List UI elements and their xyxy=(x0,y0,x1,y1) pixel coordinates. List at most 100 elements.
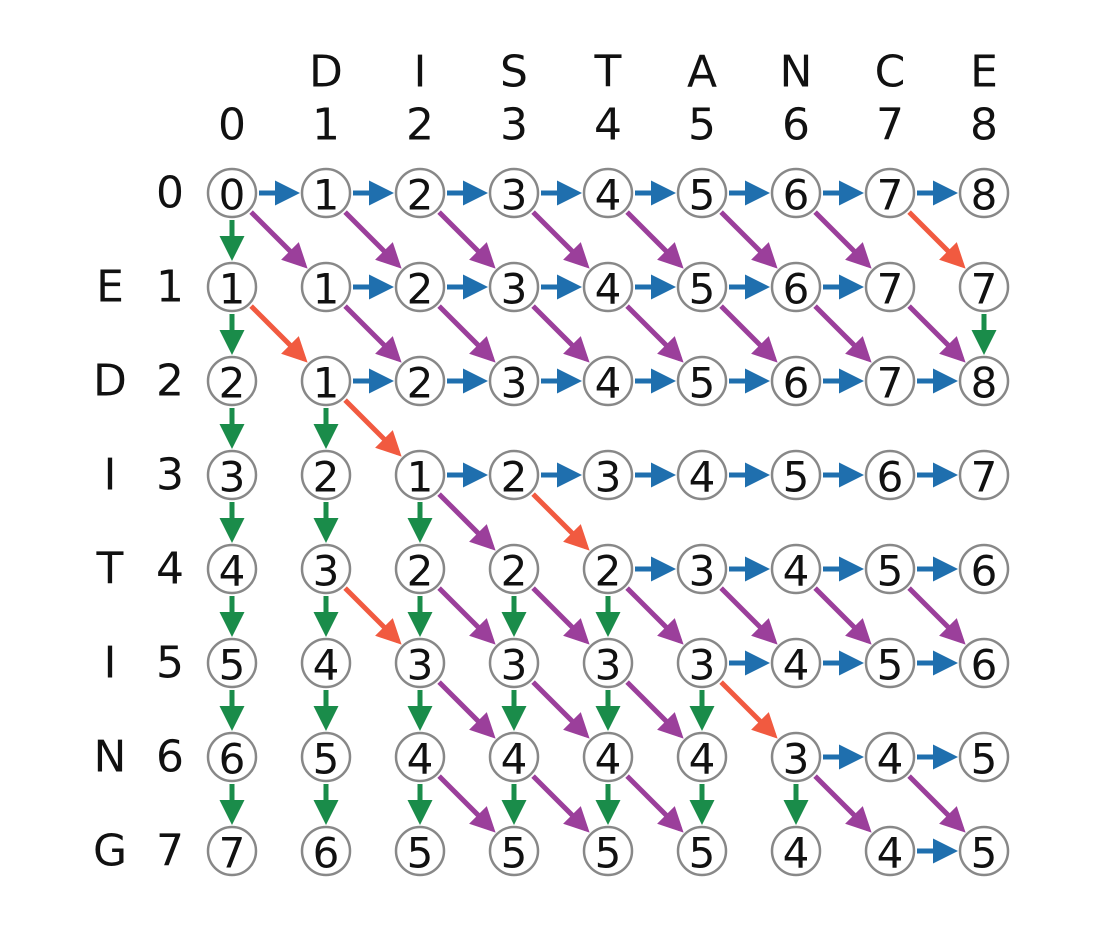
cell-value: 4 xyxy=(877,829,904,878)
cell-circle xyxy=(770,261,822,313)
cell-circle xyxy=(394,261,446,313)
cell-value: 6 xyxy=(783,171,810,220)
cell-circle xyxy=(864,825,916,877)
top-letter-d: D xyxy=(309,47,343,98)
cell-circle xyxy=(864,543,916,595)
matrix-cell: 5 xyxy=(300,731,352,784)
cell-value: 1 xyxy=(219,265,246,314)
matrix-cell: 2 xyxy=(206,355,258,408)
matrix-cell: 5 xyxy=(206,637,258,690)
diagonal-mismatch-arrow xyxy=(531,210,590,269)
cell-value: 2 xyxy=(407,547,434,596)
cell-circle xyxy=(582,355,634,407)
cell-value: 3 xyxy=(595,453,622,502)
matrix-cell: 6 xyxy=(770,355,822,408)
diagonal-mismatch-arrow xyxy=(625,774,684,833)
cell-value: 1 xyxy=(313,171,340,220)
matrix-cell: 4 xyxy=(582,731,634,784)
matrix-cell: 2 xyxy=(394,355,446,408)
cell-value: 4 xyxy=(595,735,622,784)
matrix-cell: 3 xyxy=(582,449,634,502)
cell-value: 5 xyxy=(313,735,340,784)
matrix-cell: 4 xyxy=(676,449,728,502)
column-index: 6 xyxy=(782,100,810,151)
diagonal-match-arrow xyxy=(343,398,402,457)
cell-circle xyxy=(300,355,352,407)
cell-circle xyxy=(770,637,822,689)
diagonal-mismatch-arrow xyxy=(531,586,590,645)
row-index: 6 xyxy=(156,732,184,783)
cell-value: 2 xyxy=(595,547,622,596)
matrix-cell: 3 xyxy=(488,355,540,408)
cell-value: 5 xyxy=(783,453,810,502)
cell-circle xyxy=(864,355,916,407)
row-index: 2 xyxy=(156,356,184,407)
left-letter-i: I xyxy=(104,638,117,689)
cell-circle xyxy=(300,167,352,219)
matrix-cell: 1 xyxy=(300,355,352,408)
top-letter-a: A xyxy=(687,47,717,98)
cell-value: 7 xyxy=(877,359,904,408)
cell-value: 4 xyxy=(407,735,434,784)
cell-value: 4 xyxy=(501,735,528,784)
matrix-cell: 5 xyxy=(582,825,634,878)
matrix-cell: 3 xyxy=(394,637,446,690)
cell-circle xyxy=(582,637,634,689)
column-index: 4 xyxy=(594,100,622,151)
cell-value: 6 xyxy=(783,265,810,314)
matrix-cell: 8 xyxy=(958,167,1010,220)
matrix-cell: 2 xyxy=(394,543,446,596)
matrix-cell: 2 xyxy=(488,543,540,596)
cell-circle xyxy=(394,355,446,407)
cell-value: 4 xyxy=(689,453,716,502)
matrix-cell: 5 xyxy=(676,825,728,878)
diagonal-mismatch-arrow xyxy=(625,304,684,363)
cell-circle xyxy=(582,261,634,313)
matrix-cell: 3 xyxy=(488,167,540,220)
cell-value: 3 xyxy=(219,453,246,502)
cell-circle xyxy=(582,449,634,501)
matrix-cell: 4 xyxy=(300,637,352,690)
cell-value: 3 xyxy=(501,265,528,314)
cell-circle xyxy=(770,825,822,877)
diagonal-mismatch-arrow xyxy=(625,586,684,645)
cell-value: 4 xyxy=(877,735,904,784)
matrix-cell: 4 xyxy=(770,543,822,596)
cell-circle xyxy=(676,637,728,689)
cell-value: 3 xyxy=(689,547,716,596)
cell-value: 7 xyxy=(219,829,246,878)
matrix-cell: 7 xyxy=(206,825,258,878)
matrix-cell: 4 xyxy=(864,731,916,784)
cell-circle xyxy=(958,825,1010,877)
cell-circle xyxy=(958,261,1010,313)
matrix-cell: 7 xyxy=(958,449,1010,502)
diagonal-mismatch-arrow xyxy=(907,774,966,833)
cell-circle xyxy=(206,825,258,877)
cell-circle xyxy=(770,449,822,501)
cell-value: 2 xyxy=(219,359,246,408)
matrix-cell: 2 xyxy=(300,449,352,502)
cell-value: 4 xyxy=(595,265,622,314)
cell-value: 7 xyxy=(971,453,998,502)
cell-circle xyxy=(676,355,728,407)
matrix-cell: 2 xyxy=(582,543,634,596)
cell-circle xyxy=(770,731,822,783)
matrix-cell: 7 xyxy=(864,261,916,314)
cell-value: 2 xyxy=(501,453,528,502)
cell-circle xyxy=(488,261,540,313)
cell-value: 5 xyxy=(689,359,716,408)
cell-value: 3 xyxy=(501,359,528,408)
cell-circle xyxy=(300,261,352,313)
matrix-cell: 4 xyxy=(206,543,258,596)
cell-circle xyxy=(488,449,540,501)
cell-value: 3 xyxy=(501,171,528,220)
cell-value: 5 xyxy=(877,547,904,596)
column-index: 3 xyxy=(500,100,528,151)
matrix-cell: 5 xyxy=(770,449,822,502)
matrix-cell: 4 xyxy=(582,355,634,408)
matrix-cell: 5 xyxy=(958,825,1010,878)
matrix-cell: 2 xyxy=(394,261,446,314)
cell-circle xyxy=(958,167,1010,219)
